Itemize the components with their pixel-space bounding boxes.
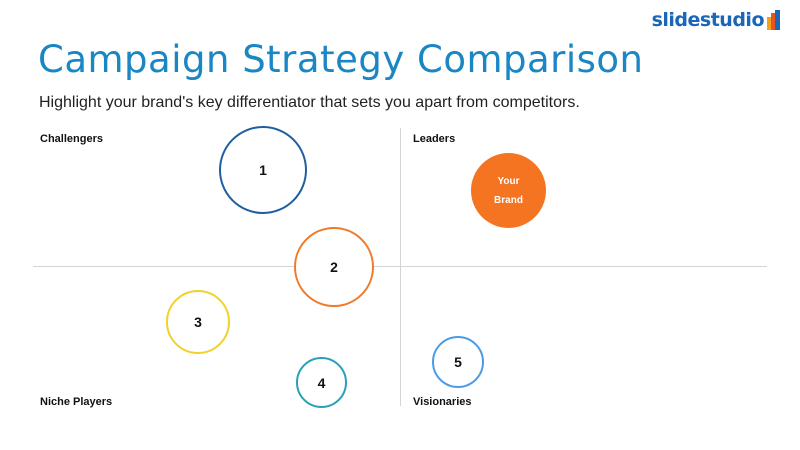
quadrant-label-visionaries: Visionaries: [413, 396, 472, 408]
competitor-bubble-3: 3: [166, 290, 230, 354]
vertical-axis: [400, 128, 401, 406]
competitor-bubble-2: 2: [294, 227, 374, 307]
logo-text: slidestudio: [651, 9, 765, 31]
competitor-bubble-1: 1: [219, 126, 307, 214]
page-subtitle: Highlight your brand's key differentiato…: [39, 94, 580, 111]
logo-mark-icon: [767, 10, 780, 30]
slidestudio-logo: slidestudio: [652, 9, 780, 31]
quadrant-label-niche-players: Niche Players: [40, 396, 113, 408]
your-brand-bubble: Your Brand: [471, 153, 546, 228]
competitor-bubble-5: 5: [432, 336, 484, 388]
quadrant-label-challengers: Challengers: [40, 133, 103, 145]
page-title: Campaign Strategy Comparison: [38, 38, 644, 81]
quadrant-label-leaders: Leaders: [413, 133, 456, 145]
competitor-bubble-4: 4: [296, 357, 347, 408]
